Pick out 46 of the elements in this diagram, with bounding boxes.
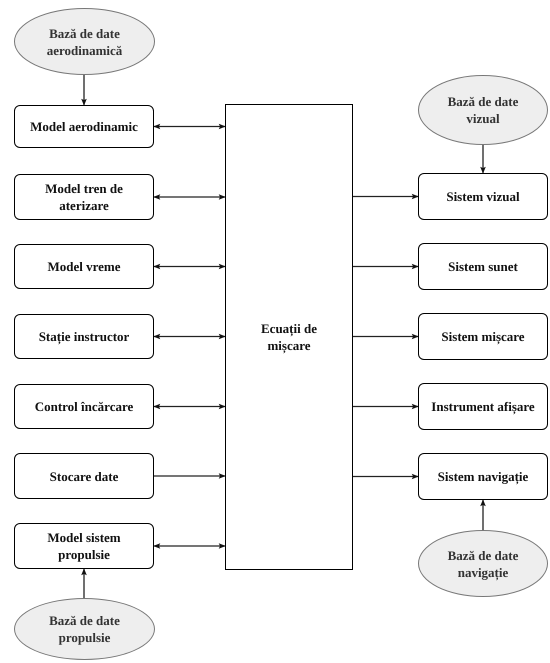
arrow xyxy=(153,264,226,270)
process-box xyxy=(14,105,154,148)
arrow xyxy=(154,473,226,479)
node-label: Stație instructor xyxy=(38,328,130,345)
arrow xyxy=(153,194,226,200)
arrow xyxy=(480,145,486,174)
node-label: Sistem navigație xyxy=(438,468,528,485)
arrow xyxy=(353,194,419,200)
arrow xyxy=(153,543,226,549)
arrow xyxy=(153,334,226,340)
arrow xyxy=(353,334,419,340)
process-box xyxy=(418,173,548,220)
node-label: Bază de date navigație xyxy=(446,546,520,580)
process-box xyxy=(14,314,154,359)
arrow xyxy=(153,404,226,410)
node-label: Model tren de aterizare xyxy=(44,180,124,214)
node-label: Sistem vizual xyxy=(446,188,520,205)
process-box xyxy=(418,383,548,430)
node-label: Stocare date xyxy=(50,468,118,484)
equations-box xyxy=(225,104,353,570)
arrow xyxy=(153,124,226,130)
process-box xyxy=(418,453,548,500)
arrow xyxy=(480,499,486,530)
arrow xyxy=(353,264,419,270)
node-label: Model aerodinamic xyxy=(30,118,138,135)
process-box xyxy=(14,523,154,569)
arrow xyxy=(81,75,87,106)
node-label: Bază de date vizual xyxy=(446,93,520,127)
node-label: Model vreme xyxy=(47,258,121,275)
node-label: Sistem sunet xyxy=(448,258,518,275)
process-box xyxy=(14,244,154,289)
process-box xyxy=(418,313,548,360)
node-label: Bază de date propulsie xyxy=(48,612,121,646)
process-box xyxy=(14,174,154,220)
node-label: Instrument afișare xyxy=(431,398,535,415)
process-box xyxy=(14,453,154,499)
node-label: Sistem mișcare xyxy=(441,328,525,345)
arrow xyxy=(353,404,419,410)
node-label: Ecuații de mișcare xyxy=(260,320,318,354)
arrow xyxy=(81,568,87,598)
node-label: Bază de date aerodinamică xyxy=(46,24,124,58)
process-box xyxy=(418,243,548,290)
arrow xyxy=(353,474,419,480)
node-label: Control încărcare xyxy=(34,398,134,415)
node-label: Model sistem propulsie xyxy=(46,529,122,563)
process-box xyxy=(14,384,154,429)
